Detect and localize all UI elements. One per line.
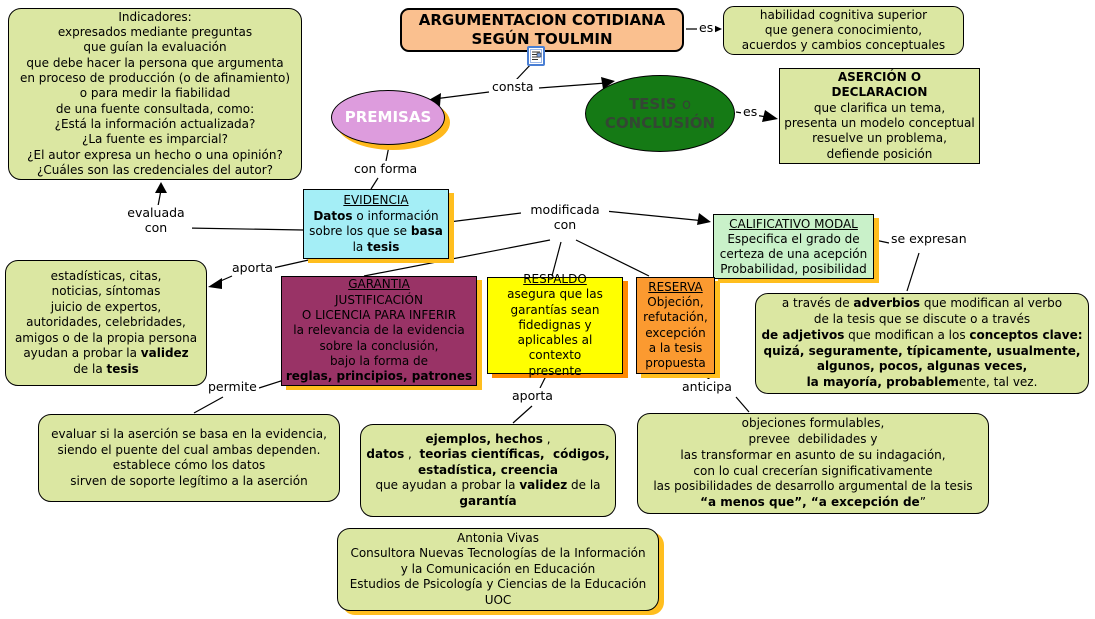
link-aporta-bottom[interactable]: aporta bbox=[510, 388, 555, 403]
link-evaluada-con[interactable]: evaluada con bbox=[120, 205, 192, 235]
link-consta[interactable]: consta bbox=[490, 79, 536, 94]
link-anticipa[interactable]: anticipa bbox=[680, 379, 734, 394]
node-premisas[interactable]: PREMISAS bbox=[331, 90, 445, 145]
link-modificada-con[interactable]: modificada con bbox=[521, 202, 609, 232]
link-es-top[interactable]: es bbox=[697, 20, 716, 35]
link-aporta-left[interactable]: aporta bbox=[230, 260, 275, 275]
node-ejemplos-hechos[interactable]: ejemplos, hechos ,datos , teorias cientí… bbox=[360, 424, 616, 517]
link-con-forma[interactable]: con forma bbox=[352, 161, 420, 176]
link-es-right[interactable]: es bbox=[741, 104, 760, 119]
premisas-label: PREMISAS bbox=[344, 107, 432, 126]
link-se-expresan[interactable]: se expresan bbox=[889, 231, 969, 246]
node-objeciones-formulables[interactable]: objeciones formulables,prevee debilidade… bbox=[637, 413, 989, 514]
document-icon bbox=[530, 49, 542, 63]
document-resource-icon[interactable] bbox=[527, 46, 545, 66]
link-permite[interactable]: permite bbox=[206, 379, 259, 394]
node-evaluar-asercion[interactable]: evaluar si la aserción se basa en la evi… bbox=[38, 414, 340, 502]
node-adverbios-adjetivos[interactable]: a través de adverbios que modifican al v… bbox=[755, 293, 1089, 394]
node-indicadores[interactable]: Indicadores:expresados mediante pregunta… bbox=[8, 8, 302, 180]
